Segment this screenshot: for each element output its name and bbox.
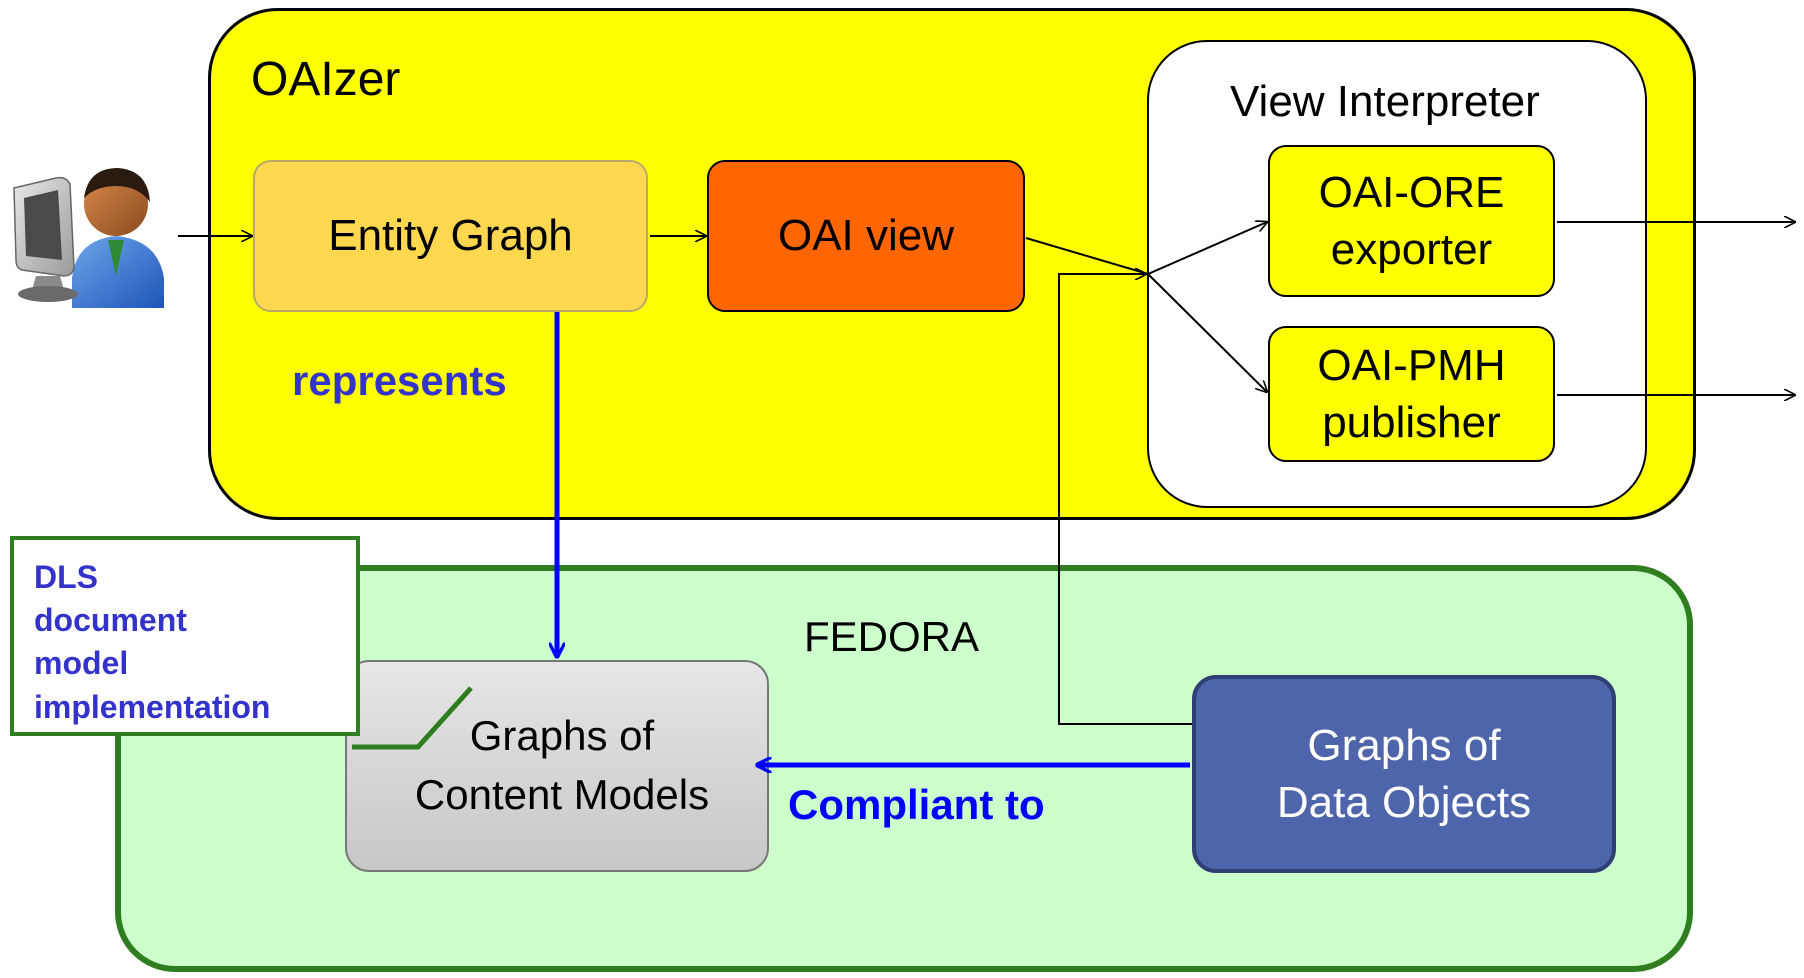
oai-view-label: OAI view bbox=[777, 211, 955, 260]
data-objects-to-interpreter-line bbox=[1058, 274, 1192, 725]
interpreter-to-ore-arrow bbox=[1147, 222, 1267, 275]
ore-exporter-line2: exporter bbox=[1330, 225, 1493, 274]
dls-callout-line: model bbox=[34, 645, 129, 682]
dls-callout-line: DLS bbox=[34, 559, 98, 595]
view-interpreter-title: View Interpreter bbox=[1230, 77, 1540, 126]
pmh-publisher-line2: publisher bbox=[1322, 398, 1501, 447]
data-objects-node: Graphs of Data Objects bbox=[1192, 675, 1616, 873]
pmh-publisher-line1: OAI-PMH bbox=[1317, 340, 1506, 390]
fedora-title: FEDORA bbox=[804, 613, 980, 660]
oaizer-title: OAIzer bbox=[251, 53, 401, 106]
dls-callout-line: implementation bbox=[34, 688, 271, 725]
entity-graph-label: Entity Graph bbox=[328, 211, 573, 260]
content-models-line2: Content Models bbox=[414, 771, 710, 818]
user-at-computer-icon bbox=[13, 168, 164, 308]
oai-ore-exporter-node: OAI-ORE exporter bbox=[1268, 145, 1555, 297]
compliant-to-edge-label: Compliant to bbox=[788, 781, 1045, 828]
callout-pointer-line bbox=[352, 686, 473, 750]
oai-view-to-interpreter-line bbox=[1025, 237, 1149, 275]
dls-callout-line: document bbox=[34, 602, 187, 639]
content-models-node: Graphs of Content Models bbox=[345, 660, 769, 872]
dls-callout: DLS document model implementation bbox=[10, 536, 360, 736]
interpreter-to-pmh-arrow bbox=[1147, 273, 1267, 392]
represents-edge-label: represents bbox=[292, 357, 507, 404]
oai-pmh-publisher-node: OAI-PMH publisher bbox=[1268, 326, 1555, 462]
data-objects-line2: Data Objects bbox=[1276, 778, 1532, 827]
data-objects-line1: Graphs of bbox=[1307, 720, 1501, 770]
content-models-line1: Graphs of bbox=[469, 712, 655, 760]
entity-graph-node: Entity Graph bbox=[253, 160, 648, 312]
oai-view-node: OAI view bbox=[707, 160, 1025, 312]
ore-exporter-line1: OAI-ORE bbox=[1318, 167, 1505, 217]
